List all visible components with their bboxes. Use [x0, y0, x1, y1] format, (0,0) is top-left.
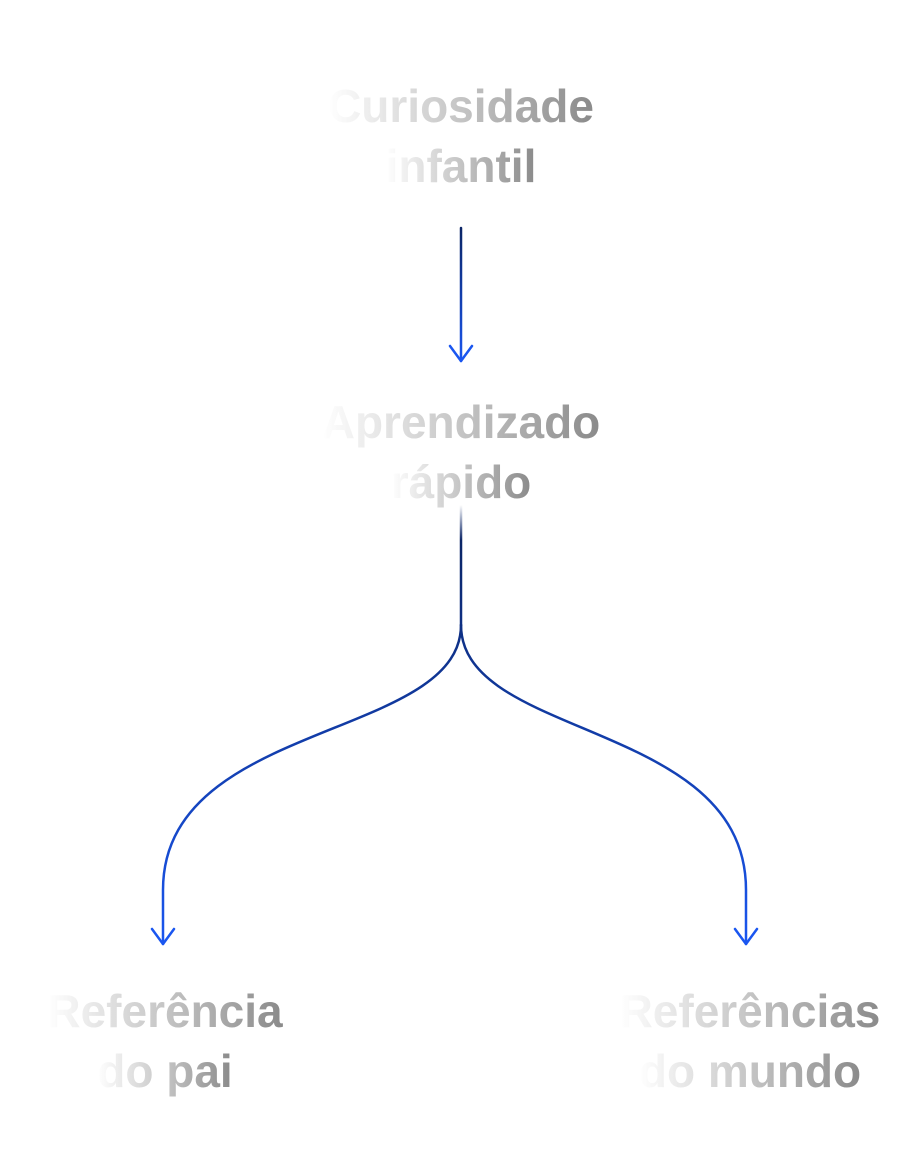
arrow-right-branch: [459, 623, 748, 946]
node-label-line1: Referência: [47, 985, 283, 1037]
arrow-middle-branches: [150, 503, 759, 946]
node-label-line2: do mundo: [639, 1045, 861, 1097]
node-label-line2: do pai: [97, 1045, 232, 1097]
arrowhead-left: [150, 927, 176, 946]
node-referencia-do-pai: Referência do pai: [47, 985, 283, 1097]
node-label-line2: rápido: [391, 456, 532, 508]
node-curiosidade-infantil: Curiosidade infantil: [328, 80, 594, 192]
arrowhead-right: [733, 927, 759, 946]
node-referencias-do-mundo: Referências do mundo: [620, 985, 881, 1097]
node-label-line1: Curiosidade: [328, 80, 594, 132]
arrow-root-to-middle: [448, 226, 474, 363]
arrow-left-branch: [161, 623, 463, 946]
node-aprendizado-rapido: Aprendizado rápido: [322, 396, 601, 508]
node-label-line1: Aprendizado: [322, 396, 601, 448]
node-label-line2: infantil: [386, 140, 537, 192]
node-label-line1: Referências: [620, 985, 881, 1037]
